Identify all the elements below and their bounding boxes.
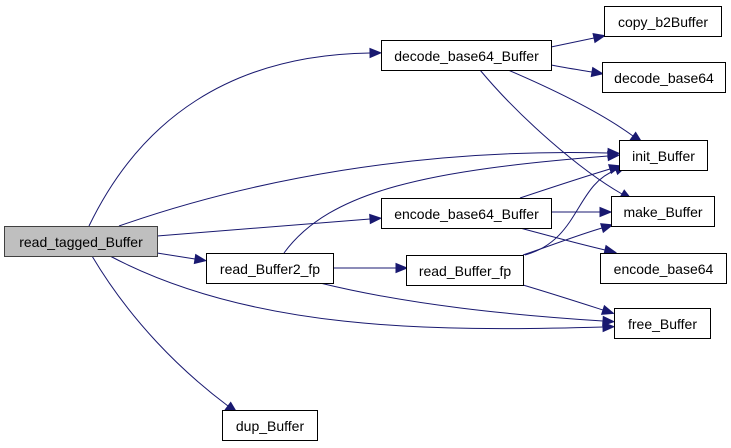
node-box[interactable] [619, 140, 708, 171]
edge-read_tagged_Buffer-to-encode_base64_Buffer [156, 213, 383, 237]
arrowhead-icon [600, 304, 615, 315]
node-box[interactable] [600, 253, 727, 284]
node-box[interactable] [381, 40, 552, 71]
node-box[interactable] [206, 253, 334, 284]
arrowhead-icon [395, 262, 409, 274]
node-decode-base64[interactable]: decode_base64 [602, 62, 726, 93]
edge-line [109, 255, 604, 330]
node-read-tagged-buffer[interactable]: read_tagged_Buffer [4, 226, 158, 257]
node-encode-base64-buffer[interactable]: encode_base64_Buffer [381, 198, 552, 229]
node-box[interactable] [222, 410, 318, 441]
edge-line [88, 52, 371, 227]
arrowhead-icon [607, 150, 621, 162]
node-label: encode_base64_Buffer [394, 206, 539, 222]
edge-read_Buffer2_fp-to-free_Buffer [319, 282, 616, 327]
edge-line [507, 69, 634, 137]
node-label: copy_b2Buffer [618, 14, 708, 30]
node-label: encode_base64 [614, 261, 714, 277]
edge-line [550, 37, 595, 48]
arrowhead-icon [590, 66, 605, 78]
edge-read_tagged_Buffer-to-decode_base64_Buffer [88, 47, 383, 227]
edge-line [479, 69, 623, 195]
node-label: decode_base64_Buffer [394, 48, 539, 64]
node-label: init_Buffer [632, 148, 695, 164]
edge-line [156, 252, 196, 260]
node-box[interactable] [4, 226, 158, 257]
edge-line [522, 284, 604, 311]
arrowhead-icon [592, 32, 607, 44]
edge-read_Buffer2_fp-to-init_Buffer [283, 150, 621, 254]
node-box[interactable] [604, 6, 722, 37]
node-label: read_Buffer2_fp [220, 261, 320, 277]
arrowhead-icon [602, 315, 616, 327]
edge-line [91, 255, 229, 407]
edge-line [550, 64, 593, 73]
arrowhead-icon [369, 47, 383, 59]
node-read-buffer-fp[interactable]: read_Buffer_fp [406, 255, 524, 286]
node-free-buffer[interactable]: free_Buffer [614, 308, 711, 339]
edges-layer [88, 32, 643, 414]
edge-line [522, 227, 603, 256]
edge-read_Buffer_fp-to-make_Buffer [522, 223, 614, 256]
node-box[interactable] [614, 308, 711, 339]
edge-decode_base64_Buffer-to-decode_base64 [550, 64, 605, 78]
arrowhead-icon [193, 253, 208, 265]
node-box[interactable] [406, 255, 524, 286]
edge-line [283, 155, 609, 254]
edge-encode_base64_Buffer-to-make_Buffer [551, 206, 613, 218]
node-label: dup_Buffer [236, 418, 305, 434]
edge-encode_base64_Buffer-to-init_Buffer [519, 164, 622, 199]
arrowhead-icon [369, 213, 383, 225]
node-box[interactable] [381, 198, 552, 229]
node-label: read_tagged_Buffer [19, 234, 143, 250]
node-label: read_Buffer_fp [419, 263, 512, 279]
node-dup-buffer[interactable]: dup_Buffer [222, 410, 318, 441]
node-box[interactable] [602, 62, 726, 93]
edge-encode_base64_Buffer-to-encode_base64 [519, 227, 617, 255]
edge-read_tagged_Buffer-to-free_Buffer [109, 255, 616, 333]
node-label: make_Buffer [623, 204, 702, 220]
node-read-buffer2-fp[interactable]: read_Buffer2_fp [206, 253, 334, 284]
node-decode-base64-buffer[interactable]: decode_base64_Buffer [381, 40, 552, 71]
edge-read_Buffer2_fp-to-read_Buffer_fp [333, 262, 409, 274]
edge-read_tagged_Buffer-to-read_Buffer2_fp [156, 252, 208, 265]
node-copy-b2buffer[interactable]: copy_b2Buffer [604, 6, 722, 37]
node-box[interactable] [611, 196, 715, 227]
arrowhead-icon [600, 223, 614, 234]
node-label: free_Buffer [628, 316, 697, 332]
node-encode-base64[interactable]: encode_base64 [600, 253, 727, 284]
node-make-buffer[interactable]: make_Buffer [611, 196, 715, 227]
node-label: decode_base64 [614, 70, 714, 86]
edge-read_Buffer_fp-to-free_Buffer [522, 284, 615, 315]
nodes-layer: read_tagged_Buffer decode_base64_Buffer co… [4, 6, 727, 441]
edge-decode_base64_Buffer-to-copy_b2Buffer [550, 32, 607, 48]
edge-line [519, 227, 606, 251]
arrowhead-icon [599, 206, 613, 218]
edge-line [118, 152, 609, 227]
edge-line [519, 168, 611, 199]
edge-line [156, 218, 371, 237]
node-init-buffer[interactable]: init_Buffer [619, 140, 708, 171]
edge-line [319, 282, 604, 322]
